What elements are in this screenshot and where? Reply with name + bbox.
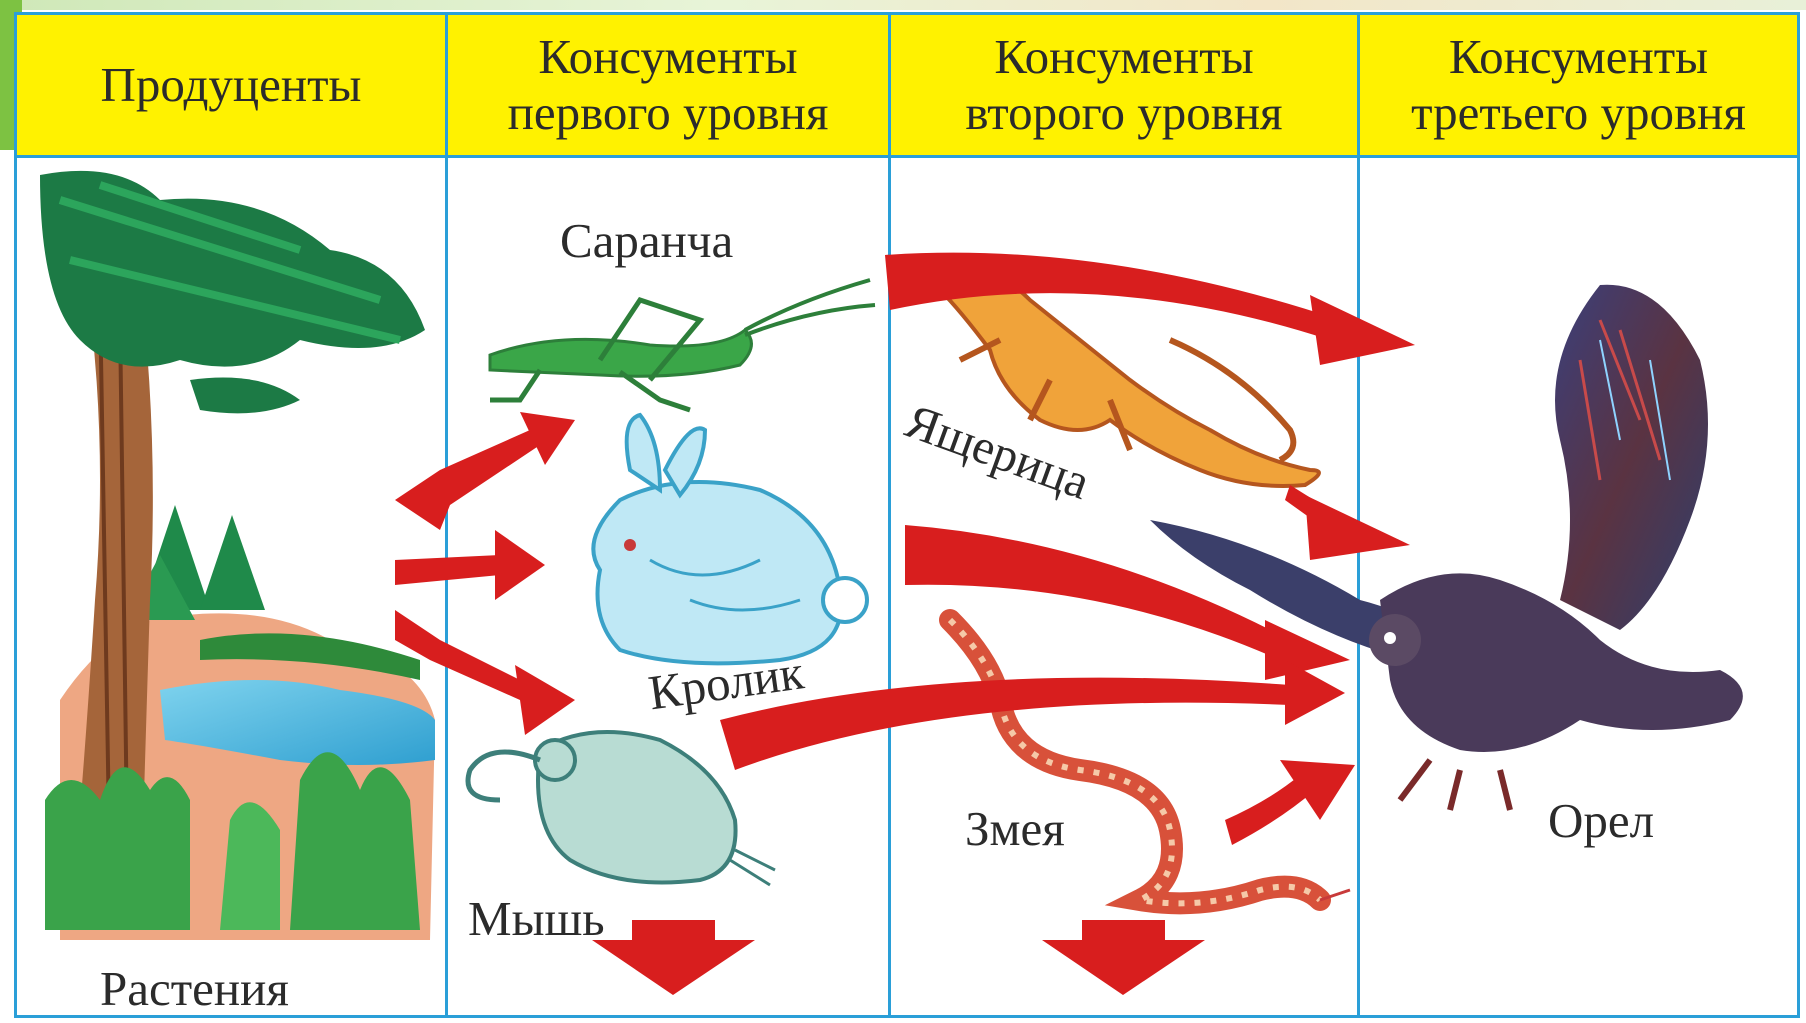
label-plants: Растения <box>100 960 289 1017</box>
rabbit-illustration <box>593 415 867 663</box>
locust-illustration <box>490 280 875 410</box>
arrow-down-level1 <box>592 920 755 995</box>
label-mouse: Мышь <box>468 890 605 947</box>
mouse-illustration <box>468 732 775 885</box>
plants-illustration <box>40 171 435 940</box>
label-locust: Саранча <box>560 212 733 269</box>
label-eagle: Орел <box>1548 792 1654 849</box>
label-snake: Змея <box>965 800 1065 857</box>
arrow-locust-eagle <box>885 253 1340 340</box>
eagle-illustration <box>1150 285 1743 810</box>
arrow-down-level2 <box>1042 920 1205 995</box>
